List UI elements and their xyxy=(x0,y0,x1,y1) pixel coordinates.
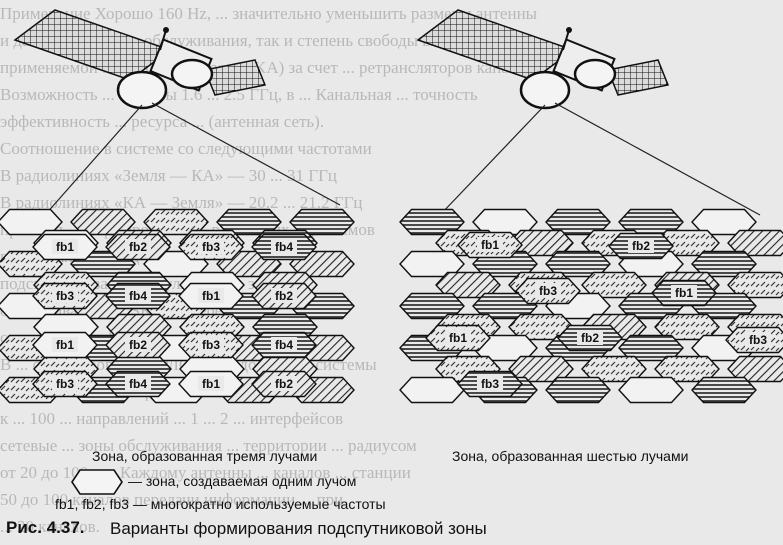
left-hex-grid: fb1 fb2 fb3 fb4 fb3 fb4 fb1 fb2 fb1 fb2 fb3 fb4 fb3 f… xyxy=(0,208,355,404)
hex-label-backdrop xyxy=(198,288,224,303)
hex-label-fb1: fb1 xyxy=(56,240,74,254)
hex-label-fb2: fb2 xyxy=(275,289,293,303)
hex-label-fb3: fb3 xyxy=(539,284,557,298)
beam-lines-right xyxy=(439,102,761,216)
hex-label-fb3: fb3 xyxy=(56,289,74,303)
background-line: эффективность ... ресурса ... (антенная … xyxy=(0,112,325,131)
hex-label-backdrop xyxy=(271,288,297,303)
hex-label-fb3: fb3 xyxy=(481,377,499,391)
hex-label-backdrop xyxy=(745,332,771,347)
satellite-right xyxy=(416,9,670,110)
hex-cell xyxy=(691,376,757,404)
satellite-left xyxy=(13,9,267,110)
background-line: В радиолиниях «КА — Земля» — 20.2 ... 21… xyxy=(0,193,363,212)
hex-label-backdrop xyxy=(52,288,78,303)
hex-label-fb2: fb2 xyxy=(632,239,650,253)
legend-frequencies: fb1, fb2, fb3 — многократно используемые… xyxy=(55,496,386,512)
hex-label-backdrop xyxy=(671,285,697,300)
left-zone-caption: Зона, образованная тремя лучами xyxy=(92,448,318,464)
hex-label-fb3: fb3 xyxy=(749,333,767,347)
background-line: к ... 100 ... направлений ... 1 ... 2 ..… xyxy=(0,409,344,428)
hex-label-backdrop xyxy=(198,239,224,254)
hex-label-backdrop xyxy=(198,337,224,352)
hex-label-fb4: fb4 xyxy=(275,338,293,352)
legend-hex-icon xyxy=(71,469,123,495)
hex-label-backdrop xyxy=(271,337,297,352)
hex-label-backdrop xyxy=(477,237,503,252)
hex-label-backdrop xyxy=(628,238,654,253)
hex-label-backdrop xyxy=(198,376,224,391)
hex-label-backdrop xyxy=(52,337,78,352)
hex-cell xyxy=(399,376,465,404)
hex-label-backdrop xyxy=(125,288,151,303)
hex-label-fb2: fb2 xyxy=(581,331,599,345)
right-zone-caption: Зона, образованная шестью лучами xyxy=(452,448,689,464)
hex-label-backdrop xyxy=(52,376,78,391)
hex-cell xyxy=(399,292,465,320)
hex-cell xyxy=(0,208,63,236)
hex-label-fb3: fb3 xyxy=(202,338,220,352)
hex-label-backdrop xyxy=(477,376,503,391)
background-line: ... 20 каналов. xyxy=(0,517,100,536)
right-hex-grid: fb1 fb2 fb3 fb1 fb1 fb2 fb3 fb3 xyxy=(399,208,783,404)
hex-cell xyxy=(399,250,465,278)
hex-label-fb1: fb1 xyxy=(56,338,74,352)
beam-lines-left xyxy=(44,102,341,216)
hex-label-backdrop xyxy=(125,376,151,391)
hex-label-fb2: fb2 xyxy=(129,338,147,352)
background-line: Соотношение в системе со следующими част… xyxy=(0,139,372,158)
hex-label-backdrop xyxy=(125,239,151,254)
background-line: сетевые ... зоны обслуживания ... террит… xyxy=(0,436,417,455)
hex-label-fb2: fb2 xyxy=(275,377,293,391)
hex-cell xyxy=(399,208,465,236)
hex-label-fb4: fb4 xyxy=(129,377,147,391)
hex-label-backdrop xyxy=(52,239,78,254)
hex-label-fb4: fb4 xyxy=(129,289,147,303)
legend-single-beam: — зона, создаваемая одним лучом xyxy=(128,473,357,489)
hex-label-fb2: fb2 xyxy=(129,240,147,254)
hex-label-fb4: fb4 xyxy=(275,240,293,254)
hex-label-fb3: fb3 xyxy=(202,240,220,254)
hex-label-backdrop xyxy=(445,330,471,345)
background-line: Применение Хорошо 160 Hz, ... значительн… xyxy=(0,4,538,23)
hex-label-backdrop xyxy=(125,337,151,352)
hex-label-fb1: fb1 xyxy=(202,289,220,303)
hex-label-fb1: fb1 xyxy=(675,286,693,300)
figure-number: Рис. 4.37. xyxy=(6,518,85,537)
hex-cell xyxy=(545,376,611,404)
hex-label-backdrop xyxy=(271,376,297,391)
hex-label-backdrop xyxy=(577,330,603,345)
hex-label-backdrop xyxy=(271,239,297,254)
figure-caption: Варианты формирования подспутниковой зон… xyxy=(110,519,487,538)
hex-label-fb3: fb3 xyxy=(56,377,74,391)
hex-label-fb1: fb1 xyxy=(481,238,499,252)
hex-label-backdrop xyxy=(535,283,561,298)
hex-cell xyxy=(618,376,684,404)
hex-label-fb1: fb1 xyxy=(202,377,220,391)
hex-label-fb1: fb1 xyxy=(449,331,467,345)
